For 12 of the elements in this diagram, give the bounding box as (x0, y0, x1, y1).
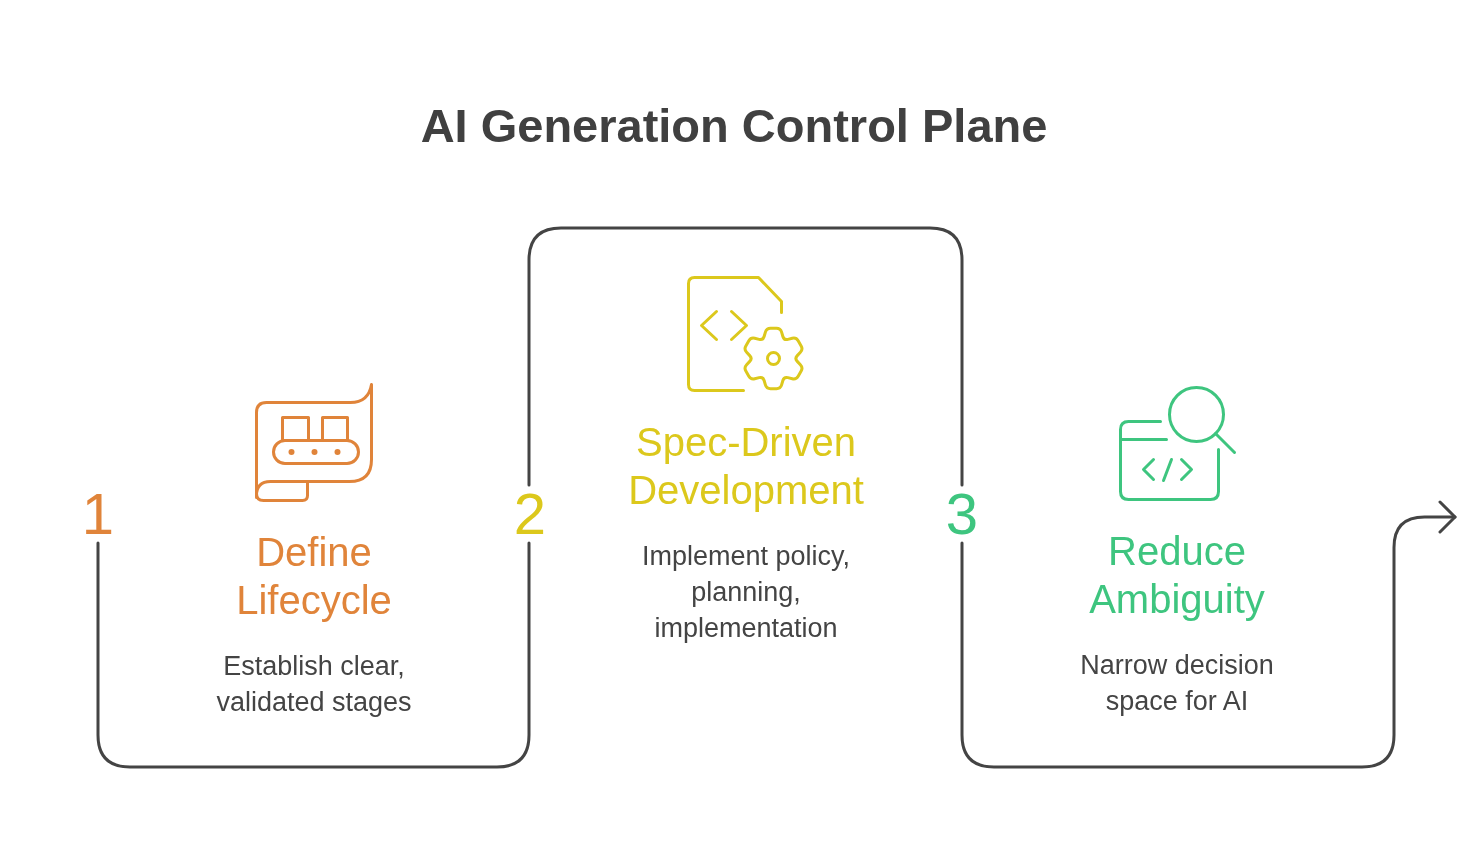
step-heading: Define Lifecycle (235, 529, 393, 624)
step-heading: Spec-Driven Development (627, 419, 865, 514)
step-number: 2 (513, 485, 547, 543)
step-description: Narrow decision space for AI (1079, 649, 1275, 718)
step-heading: Reduce Ambiguity (1088, 528, 1266, 623)
diagram-title: AI Generation Control Plane (420, 98, 1048, 154)
step-number: 3 (945, 485, 979, 543)
step-description: Establish clear, validated stages (215, 650, 413, 719)
arrow (960, 500, 1457, 769)
connector-line (527, 226, 964, 487)
step-description: Implement policy, planning, implementation (641, 540, 851, 645)
step-number: 1 (81, 485, 115, 543)
